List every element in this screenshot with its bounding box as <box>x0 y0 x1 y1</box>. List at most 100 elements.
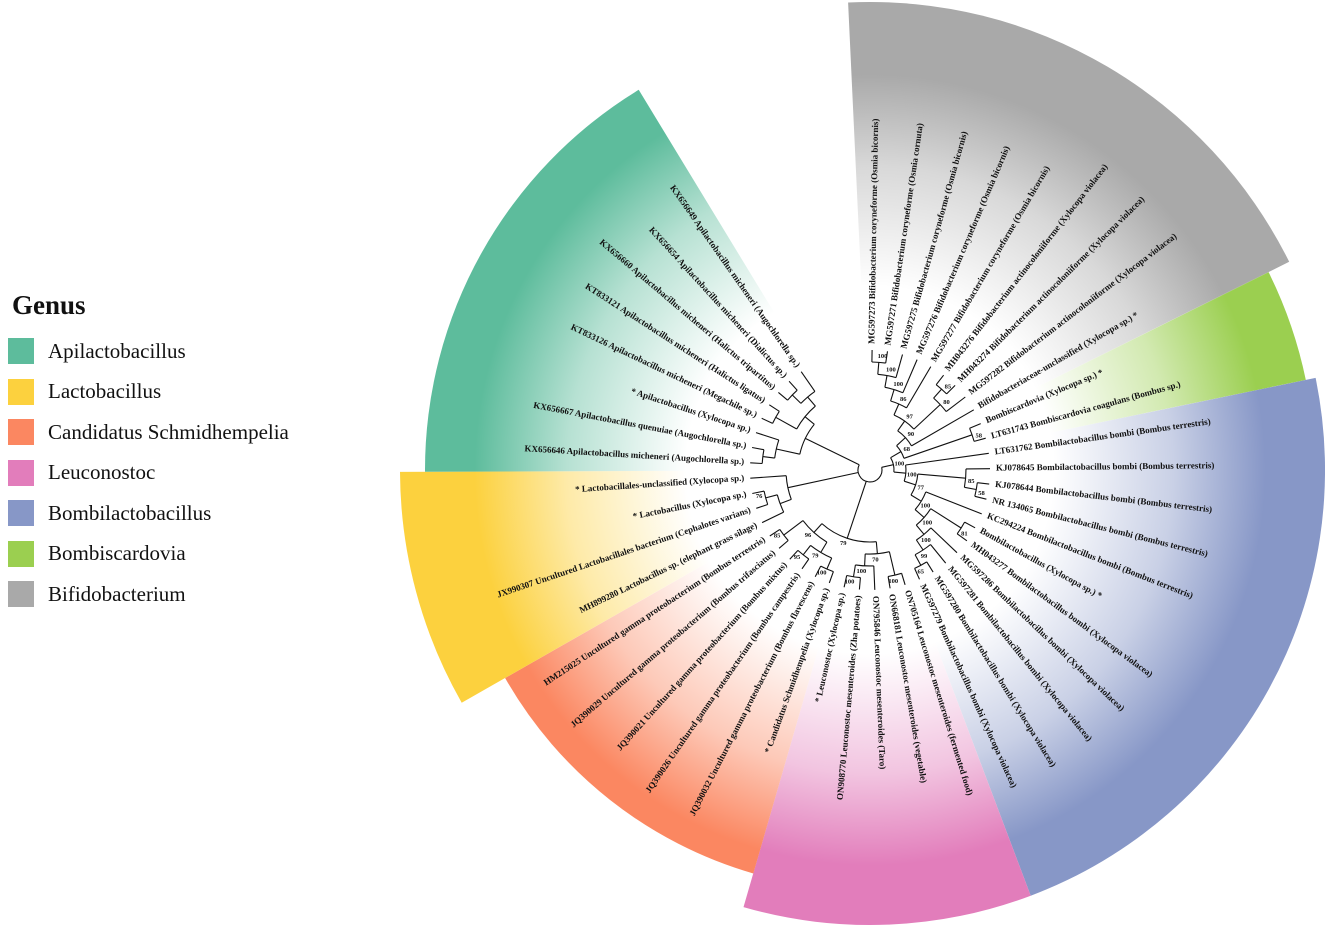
legend-swatch <box>8 540 34 567</box>
bootstrap-label: 80 <box>943 399 950 406</box>
leaf-branch <box>828 571 834 584</box>
leaf-branch <box>843 575 848 588</box>
leaf-branch <box>789 550 799 560</box>
leaf-branch <box>902 359 918 393</box>
leaf-branch <box>761 511 784 524</box>
bootstrap-label: 100 <box>907 471 917 478</box>
bootstrap-label: 96 <box>805 532 812 539</box>
bootstrap-label: 100 <box>893 381 903 388</box>
clade-branch <box>852 564 856 577</box>
clade-branch <box>930 508 962 529</box>
bootstrap-label: 100 <box>921 502 931 509</box>
clade-branch <box>877 362 880 375</box>
clade-branch <box>914 509 925 518</box>
bootstrap-label: 58 <box>976 432 983 439</box>
clade-arc <box>888 572 902 578</box>
clade-arc <box>914 491 927 510</box>
clade-arc <box>896 445 905 459</box>
clade-branch <box>802 545 812 556</box>
clade-arc <box>910 474 919 496</box>
leaf-branch <box>873 565 876 590</box>
clade-branch <box>813 523 823 533</box>
leaf-branch <box>750 462 763 465</box>
clade-arc <box>956 521 966 535</box>
legend-label: Bombiscardovia <box>48 541 186 566</box>
leaf-branch <box>769 404 780 412</box>
bootstrap-label: 65 <box>918 569 925 576</box>
clade-branch <box>807 396 816 407</box>
clade-branch <box>826 557 833 570</box>
legend-item-bifido: Bifidobacterium <box>8 574 368 615</box>
clade-arc <box>820 565 834 573</box>
leaf-branch <box>926 561 934 573</box>
clade-arc <box>797 549 810 560</box>
leaf-branch <box>973 437 986 442</box>
legend-swatch <box>8 419 34 446</box>
leaf-label: MG597273 Bifidobacterium coryneforme (Os… <box>866 118 880 344</box>
clade-arc <box>871 361 886 364</box>
tree-branches <box>750 349 991 590</box>
clade-branch <box>775 416 797 430</box>
leaf-branch <box>814 565 822 577</box>
bootstrap-label: 100 <box>845 579 855 586</box>
legend-swatch <box>8 459 34 486</box>
clade-branch <box>896 437 906 447</box>
bootstrap-label: 100 <box>857 568 867 575</box>
bootstrap-label: 58 <box>978 490 985 497</box>
bootstrap-label: 86 <box>900 396 907 403</box>
clade-branch <box>915 539 924 551</box>
leaf-branch <box>761 417 773 424</box>
leaf-branch <box>750 475 787 479</box>
legend-item-bombila: Bombilactobacillus <box>8 493 368 534</box>
clade-arc <box>810 544 832 559</box>
clade-branch <box>791 394 802 404</box>
clade-branch <box>933 388 943 399</box>
leaf-branch <box>935 374 945 386</box>
clade-branch <box>890 451 902 459</box>
bootstrap-label: 85 <box>774 533 781 540</box>
leaf-branch <box>969 423 981 429</box>
clade-arc <box>897 430 912 447</box>
clade-branch <box>890 389 895 402</box>
legend-swatch <box>8 338 34 365</box>
legend-title: Genus <box>12 290 86 320</box>
clade-branch <box>779 498 792 505</box>
bootstrap-label: 100 <box>921 537 931 544</box>
legend-label: Lactobacillus <box>48 379 162 404</box>
bootstrap-label: 99 <box>921 553 928 560</box>
clade-branch <box>904 480 916 486</box>
clade-arc <box>857 464 883 483</box>
legend-label: Candidatus Schmidhempelia <box>48 419 289 444</box>
leaf-branch <box>778 391 788 401</box>
legend-label: Leuconostoc <box>48 460 156 485</box>
leaf-branch <box>752 490 765 495</box>
clade-arc <box>776 494 785 513</box>
leaf-branch <box>778 540 789 549</box>
legend-label: Bifidobacterium <box>48 581 186 606</box>
clade-branch <box>762 456 775 459</box>
leaf-branch <box>755 432 779 441</box>
clade-branch <box>820 541 828 553</box>
clade-branch <box>893 403 900 416</box>
legend-swatch <box>8 378 34 405</box>
clade-branch <box>783 520 804 536</box>
bootstrap-label: 85 <box>945 383 952 390</box>
clade-branch <box>776 448 800 455</box>
bootstrap-label: 76 <box>756 493 763 500</box>
clade-branch <box>846 481 867 539</box>
clade-arc <box>890 400 907 409</box>
legend-item-bombisc: Bombiscardovia <box>8 534 368 575</box>
leaf-branch <box>977 482 990 485</box>
leaf-branch <box>930 527 958 554</box>
clade-arc <box>785 475 792 500</box>
bootstrap-label: 68 <box>903 446 910 453</box>
legend-swatch <box>8 581 34 608</box>
leaf-branch <box>906 366 932 409</box>
clade-branch <box>875 541 878 554</box>
clade-branch <box>805 437 860 466</box>
clade-arc <box>916 527 932 541</box>
bootstrap-label: 70 <box>872 556 879 563</box>
clade-branch <box>804 416 815 425</box>
